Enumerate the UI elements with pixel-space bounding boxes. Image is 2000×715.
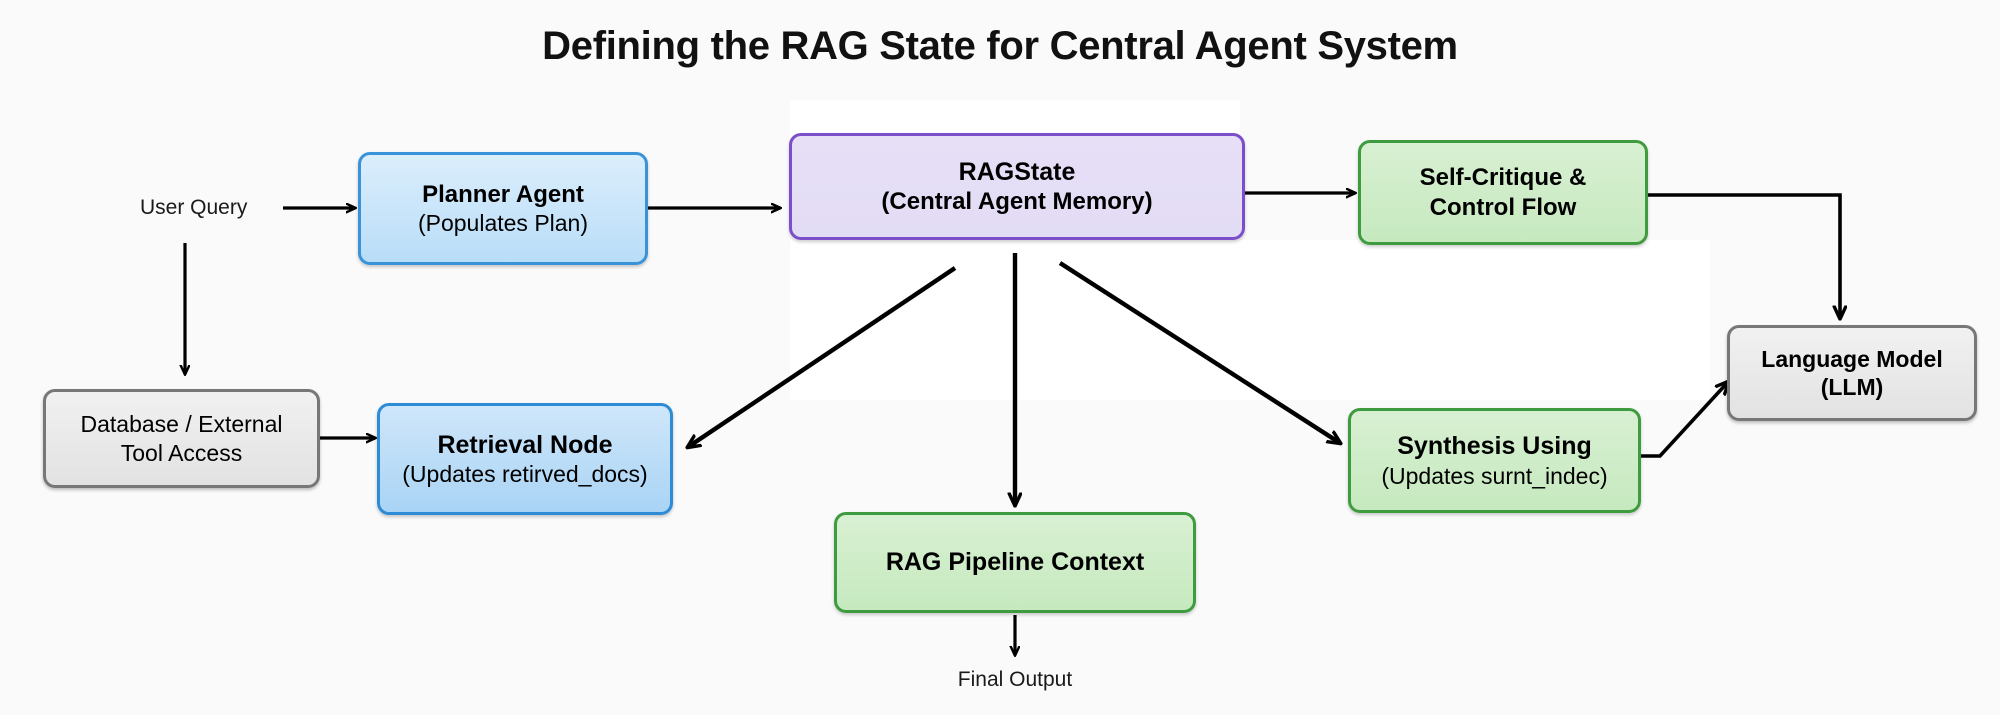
node-planner-agent-line1: Planner Agent [422, 180, 584, 208]
node-self-critique[interactable]: Self-Critique & Control Flow [1358, 140, 1648, 245]
node-database-line2: Tool Access [120, 439, 243, 466]
background-patch [790, 240, 1710, 400]
node-planner-agent-line2: (Populates Plan) [417, 210, 589, 237]
node-rag-pipeline-context-line1: RAG Pipeline Context [885, 548, 1145, 577]
node-ragstate[interactable]: RAGState (Central Agent Memory) [789, 133, 1245, 240]
node-self-critique-line2: Control Flow [1429, 193, 1577, 221]
label-user-query: User Query [140, 196, 248, 219]
page-title: Defining the RAG State for Central Agent… [542, 24, 1458, 68]
node-database-external-tool-access[interactable]: Database / External Tool Access [43, 389, 320, 488]
node-rag-pipeline-context[interactable]: RAG Pipeline Context [834, 512, 1196, 613]
node-retrieval-line2: (Updates retirved_docs) [402, 461, 648, 488]
node-ragstate-line2: (Central Agent Memory) [881, 188, 1153, 216]
node-synthesis-line1: Synthesis Using [1397, 432, 1592, 461]
label-final-output: Final Output [957, 668, 1073, 691]
node-language-model-line2: (LLM) [1820, 374, 1884, 400]
node-planner-agent[interactable]: Planner Agent (Populates Plan) [358, 152, 648, 265]
node-language-model[interactable]: Language Model (LLM) [1727, 325, 1977, 421]
node-retrieval[interactable]: Retrieval Node (Updates retirved_docs) [377, 403, 673, 515]
node-self-critique-line1: Self-Critique & [1419, 164, 1587, 192]
node-language-model-line1: Language Model [1761, 345, 1943, 372]
node-synthesis[interactable]: Synthesis Using (Updates surnt_indec) [1348, 408, 1641, 513]
node-retrieval-line1: Retrieval Node [437, 430, 613, 459]
node-ragstate-line1: RAGState [958, 157, 1076, 186]
node-database-line1: Database / External [80, 411, 283, 438]
node-synthesis-line2: (Updates surnt_indec) [1381, 462, 1608, 489]
